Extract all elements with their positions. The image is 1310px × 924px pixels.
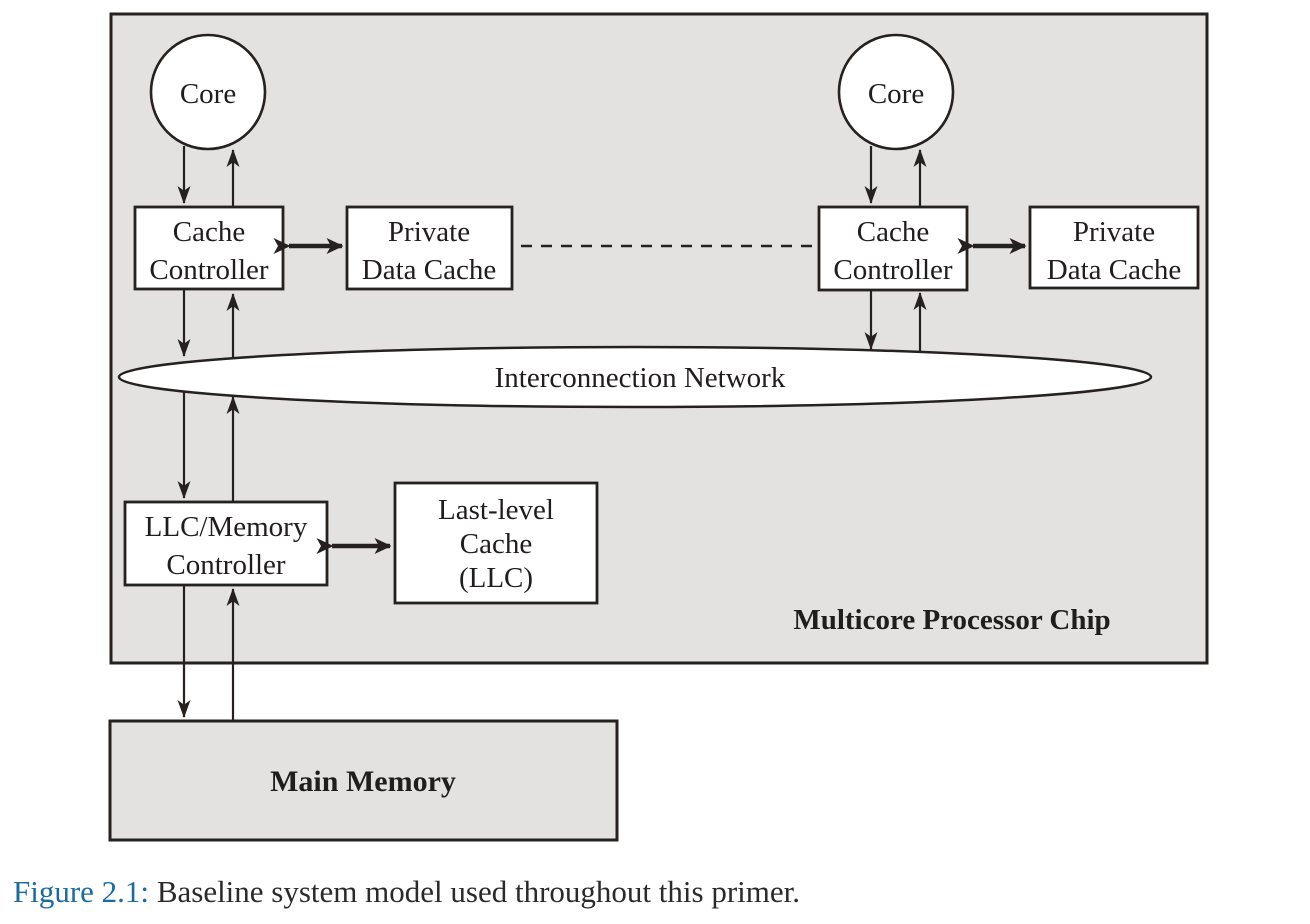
baseline-system-diagram: Core Core Cache Controller Private Data …	[108, 12, 1209, 842]
figure-caption: Figure 2.1: Baseline system model used t…	[13, 874, 800, 910]
llc-memory-controller-label-line2: Controller	[166, 549, 286, 581]
main-memory-label: Main Memory	[270, 765, 456, 798]
core-left-node	[149, 33, 267, 151]
interconnection-network-label: Interconnection Network	[495, 362, 786, 394]
cache-controller-right-label-line2: Controller	[833, 254, 953, 286]
private-data-cache-left-box	[345, 205, 514, 291]
multicore-chip-label: Multicore Processor Chip	[793, 604, 1110, 636]
llc-memory-controller-label-line1: LLC/Memory	[145, 511, 308, 543]
cache-controller-left-label-line1: Cache	[173, 216, 245, 248]
cache-controller-right-label-line1: Cache	[857, 216, 929, 248]
core-right-node	[837, 33, 955, 151]
cache-controller-left-label-line2: Controller	[149, 254, 269, 286]
private-data-cache-right-label-line2: Data Cache	[1047, 254, 1181, 286]
private-data-cache-left-label-line1: Private	[388, 216, 470, 248]
figure-caption-number: Figure 2.1:	[13, 874, 150, 909]
cache-controller-right-box	[817, 205, 969, 292]
private-data-cache-right-box	[1028, 205, 1200, 290]
last-level-cache-box	[393, 481, 599, 605]
private-data-cache-left-label-line2: Data Cache	[362, 254, 496, 286]
main-memory-box	[108, 719, 619, 842]
core-right-label: Core	[868, 78, 924, 110]
last-level-cache-label-line3: (LLC)	[459, 562, 533, 594]
llc-memory-controller-box	[123, 500, 329, 587]
core-left-label: Core	[180, 78, 236, 110]
last-level-cache-label-line2: Cache	[460, 528, 532, 560]
last-level-cache-label-line1: Last-level	[438, 494, 554, 526]
figure-caption-text: Baseline system model used throughout th…	[156, 874, 800, 909]
private-data-cache-right-label-line1: Private	[1073, 216, 1155, 248]
cache-controller-left-box	[133, 205, 285, 291]
interconnection-network-ellipse	[117, 345, 1153, 409]
